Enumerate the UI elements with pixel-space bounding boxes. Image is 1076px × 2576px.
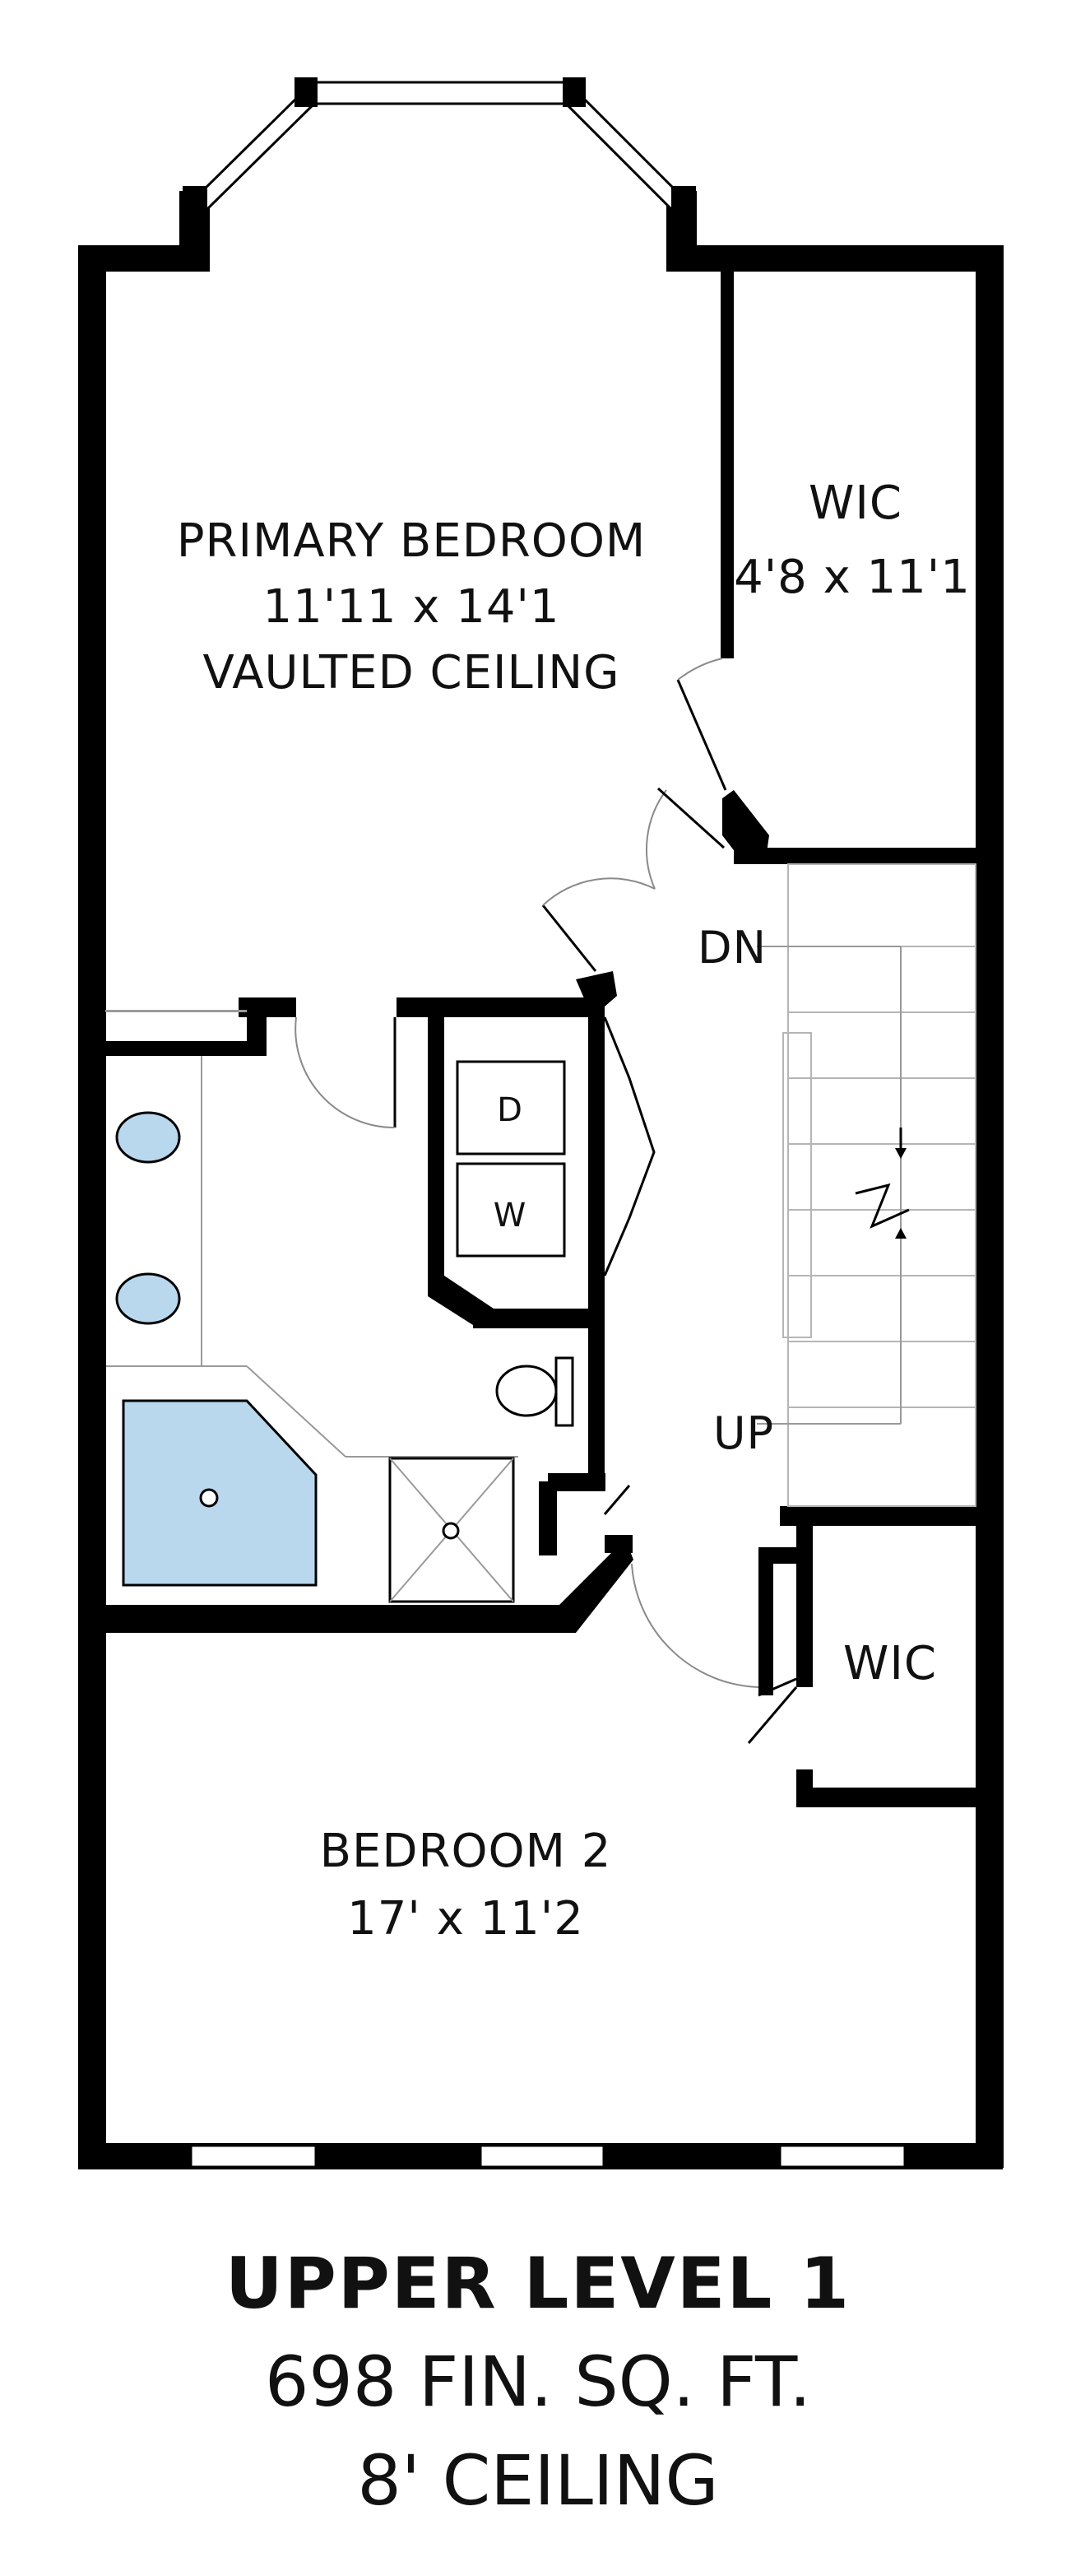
bay-window bbox=[183, 77, 696, 212]
bedroom-2-size: 17' x 11'2 bbox=[347, 1892, 584, 1946]
room-labels: PRIMARY BEDROOM 11'11 x 14'1 VAULTED CEI… bbox=[177, 477, 971, 1946]
primary-bedroom-name: PRIMARY BEDROOM bbox=[177, 514, 646, 568]
wic-primary-name: WIC bbox=[809, 477, 902, 530]
toilet-icon bbox=[495, 1365, 558, 1417]
level-title: UPPER LEVEL 1 bbox=[225, 2243, 851, 2325]
bottom-windows bbox=[189, 2144, 907, 2169]
staircase bbox=[757, 863, 976, 1507]
wic-primary-size: 4'8 x 11'1 bbox=[734, 551, 971, 604]
interior-walls bbox=[106, 272, 976, 1807]
finished-area: 698 FIN. SQ. FT. bbox=[264, 2341, 812, 2422]
bathroom-fixtures bbox=[105, 1010, 574, 1603]
stairs-up-label: UP bbox=[713, 1407, 774, 1459]
bedroom-2-name: BEDROOM 2 bbox=[320, 1825, 612, 1878]
primary-bedroom-note: VAULTED CEILING bbox=[202, 646, 619, 700]
ceiling-height: 8' CEILING bbox=[357, 2440, 719, 2521]
bathtub-icon bbox=[122, 1399, 318, 1587]
sink-icon bbox=[115, 1272, 181, 1325]
dryer-label: D bbox=[497, 1091, 523, 1129]
washer-label: W bbox=[494, 1197, 527, 1235]
primary-bedroom-size: 11'11 x 14'1 bbox=[263, 580, 560, 634]
sink-icon bbox=[115, 1111, 181, 1164]
doors bbox=[295, 658, 798, 1744]
stairs-down-label: DN bbox=[698, 922, 767, 974]
wic-second-name: WIC bbox=[843, 1637, 937, 1690]
